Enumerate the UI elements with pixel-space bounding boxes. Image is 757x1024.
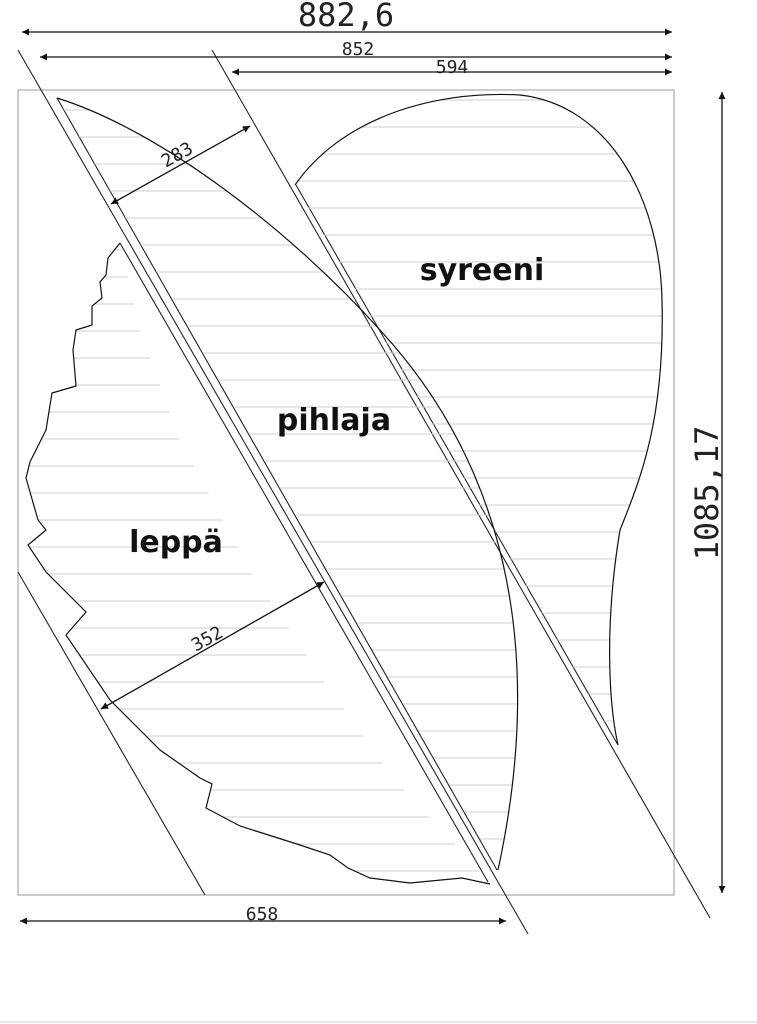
dimension-overall-width: 882,6 [22, 0, 672, 36]
label-leppa: leppä [129, 525, 223, 560]
svg-text:1085,17: 1085,17 [688, 426, 726, 561]
svg-text:658: 658 [246, 904, 279, 925]
dimension-658: 658 [20, 904, 506, 925]
svg-text:352: 352 [188, 622, 227, 656]
dimension-852: 852 [40, 39, 672, 61]
svg-text:852: 852 [342, 39, 375, 60]
svg-text:594: 594 [436, 57, 469, 78]
leaf-outline-syreeni [294, 93, 663, 746]
label-pihlaja: pihlaja [277, 403, 391, 438]
cut-lines [17, 49, 711, 935]
label-syreeni: syreeni [420, 253, 545, 288]
svg-text:283: 283 [158, 138, 197, 172]
leaf-outline-pihlaja [56, 97, 519, 871]
sheet-frame [17, 89, 675, 896]
dimension-594: 594 [232, 57, 672, 78]
dimension-height: 1085,17 [688, 92, 726, 893]
leaf-outline-leppa [25, 242, 491, 885]
svg-text:882,6: 882,6 [298, 0, 394, 34]
